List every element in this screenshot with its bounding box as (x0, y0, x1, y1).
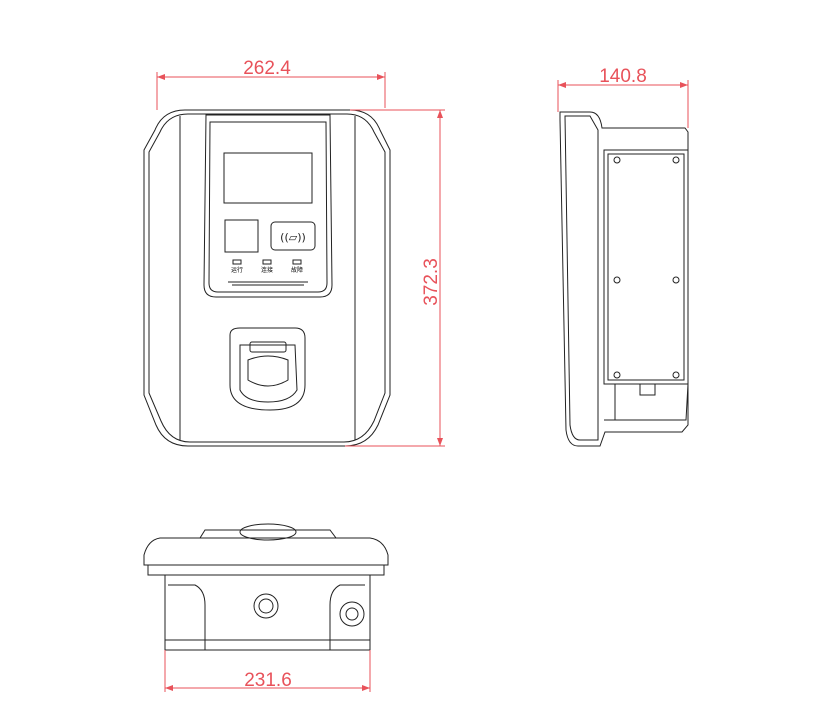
bottom-width-label: 231.6 (244, 670, 292, 691)
bottom-width-dimension: 231.6 (164, 650, 371, 692)
front-height-label: 372.3 (421, 258, 442, 306)
qr-window (224, 219, 259, 253)
rfid-icon: ((▱)) (280, 231, 306, 244)
side-depth-label: 140.8 (599, 66, 647, 87)
indicator-led (262, 259, 272, 265)
charging-socket (229, 327, 306, 411)
display-screen (223, 152, 313, 204)
front-width-dimension: 262.4 (156, 58, 386, 110)
front-view: ((▱)) 运行 连接 故障 (143, 109, 391, 447)
rfid-reader (270, 221, 316, 251)
bottom-view (143, 523, 389, 651)
front-width-label: 262.4 (243, 58, 291, 79)
side-depth-dimension: 140.8 (557, 66, 689, 128)
indicator-led (292, 259, 302, 265)
indicator-label-running: 运行 (231, 266, 243, 274)
front-height-dimension: 372.3 (345, 109, 445, 447)
side-view (559, 111, 689, 447)
indicator-label-connected: 连接 (261, 266, 273, 274)
indicator-label-fault: 故障 (291, 266, 303, 274)
indicator-led (232, 259, 242, 265)
